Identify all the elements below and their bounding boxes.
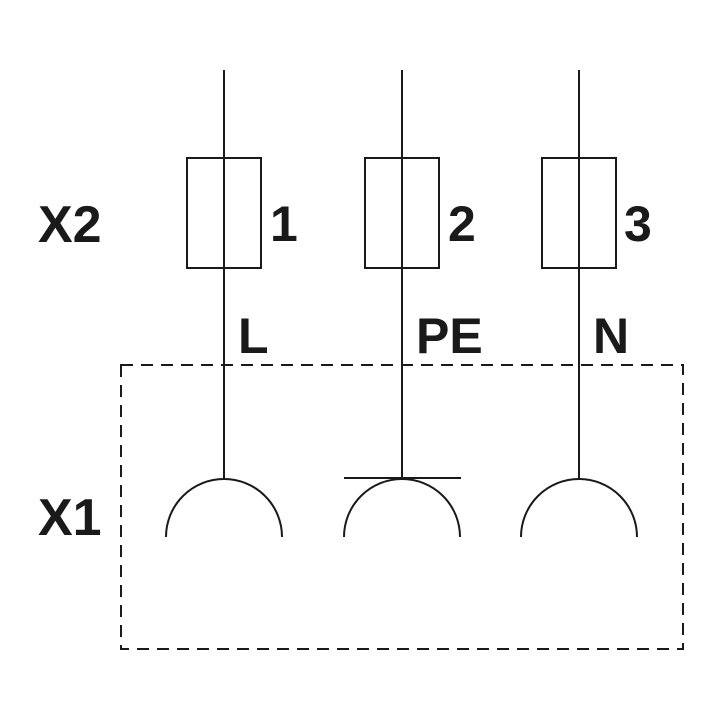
- terminal-3: 3 N: [520, 70, 652, 538]
- terminal-number-3: 3: [624, 196, 652, 252]
- terminal-number-1: 1: [270, 196, 298, 252]
- socket-1: [165, 478, 283, 538]
- terminal-number-2: 2: [448, 196, 476, 252]
- x1-connector-label: X1: [38, 489, 102, 547]
- terminal-2: 2 PE: [343, 70, 483, 538]
- socket-3: [520, 478, 638, 538]
- x2-connector-label: X2: [38, 196, 102, 254]
- socket-2: [343, 478, 461, 538]
- terminal-1: 1 L: [165, 70, 298, 538]
- signal-label-n: N: [593, 308, 629, 364]
- signal-label-pe: PE: [416, 308, 483, 364]
- signal-label-l: L: [238, 308, 269, 364]
